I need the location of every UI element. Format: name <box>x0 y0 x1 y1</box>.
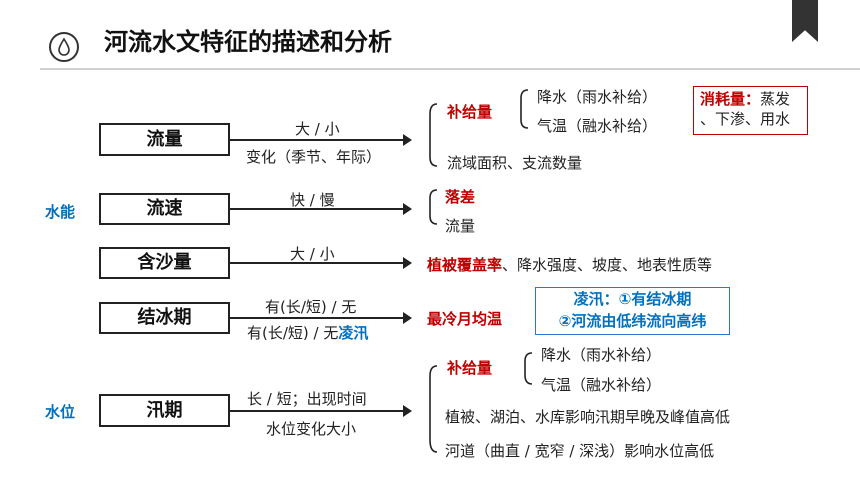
flood-supply-label: 补给量 <box>447 359 493 377</box>
flow-supply-melt: 气温（融水补给） <box>537 117 658 135</box>
arrow-flood <box>230 405 412 417</box>
arrow-flow <box>230 134 412 146</box>
edge-flood-bottom: 水位变化大小 <box>266 420 357 438</box>
flood-supply-rain: 降水（雨水补给） <box>541 346 662 364</box>
edge-freeze-bottom-prefix: 有(长/短) / 无 <box>247 324 339 342</box>
node-freeze: 结冰期 <box>99 302 230 334</box>
node-sediment: 含沙量 <box>99 247 230 279</box>
category-water-energy: 水能 <box>45 203 76 221</box>
sediment-rest: 、降水强度、坡度、地表性质等 <box>502 256 713 274</box>
ice-line2: ②河流由低纬流向高纬 <box>558 312 707 330</box>
velocity-head: 落差 <box>445 188 476 206</box>
edge-freeze-bottom: 有(长/短) / 无凌汛 <box>247 322 368 343</box>
edge-flow-top: 大 / 小 <box>295 120 340 138</box>
edge-freeze-top: 有(长/短) / 无 <box>265 298 357 316</box>
arrow-freeze <box>230 312 412 324</box>
ice-line1: 凌汛：①有结冰期 <box>573 290 692 308</box>
flow-area: 流域面积、支流数量 <box>447 154 583 172</box>
page-title: 河流水文特征的描述和分析 <box>104 28 392 56</box>
consume-line2: 、下渗、用水 <box>700 110 791 128</box>
freeze-key: 最冷月均温 <box>427 310 503 328</box>
flow-supply-rain: 降水（雨水补给） <box>537 88 658 106</box>
arrow-sediment <box>230 257 412 269</box>
flood-channel: 河道（曲直 / 宽窄 / 深浅）影响水位高低 <box>445 442 715 460</box>
edge-velocity-top: 快 / 慢 <box>290 191 335 209</box>
edge-sediment-top: 大 / 小 <box>290 245 335 263</box>
sediment-factors: 植被覆盖率、降水强度、坡度、地表性质等 <box>427 254 712 275</box>
node-flood: 汛期 <box>99 394 230 427</box>
sediment-key: 植被覆盖率 <box>427 256 503 274</box>
node-flow: 流量 <box>99 123 230 156</box>
velocity-flow: 流量 <box>445 217 476 235</box>
ice-flood-box: 凌汛：①有结冰期 ②河流由低纬流向高纬 <box>535 287 730 335</box>
consume-label: 消耗量： <box>700 90 761 108</box>
flood-lakes: 植被、湖泊、水库影响汛期早晚及峰值高低 <box>445 408 731 426</box>
consume-box: 消耗量：蒸发 、下渗、用水 <box>693 86 808 135</box>
edge-flow-bottom: 变化（季节、年际） <box>246 148 382 166</box>
water-drop-icon <box>49 32 79 62</box>
arrow-velocity <box>230 203 412 215</box>
header-divider <box>40 68 860 70</box>
edge-freeze-bottom-highlight: 凌汛 <box>338 324 369 342</box>
node-velocity: 流速 <box>99 193 230 225</box>
consume-line1: 蒸发 <box>760 90 791 108</box>
edge-flood-top: 长 / 短；出现时间 <box>247 390 367 408</box>
category-water-level: 水位 <box>45 403 76 421</box>
flood-supply-melt: 气温（融水补给） <box>541 376 662 394</box>
flow-supply-label: 补给量 <box>447 103 493 121</box>
